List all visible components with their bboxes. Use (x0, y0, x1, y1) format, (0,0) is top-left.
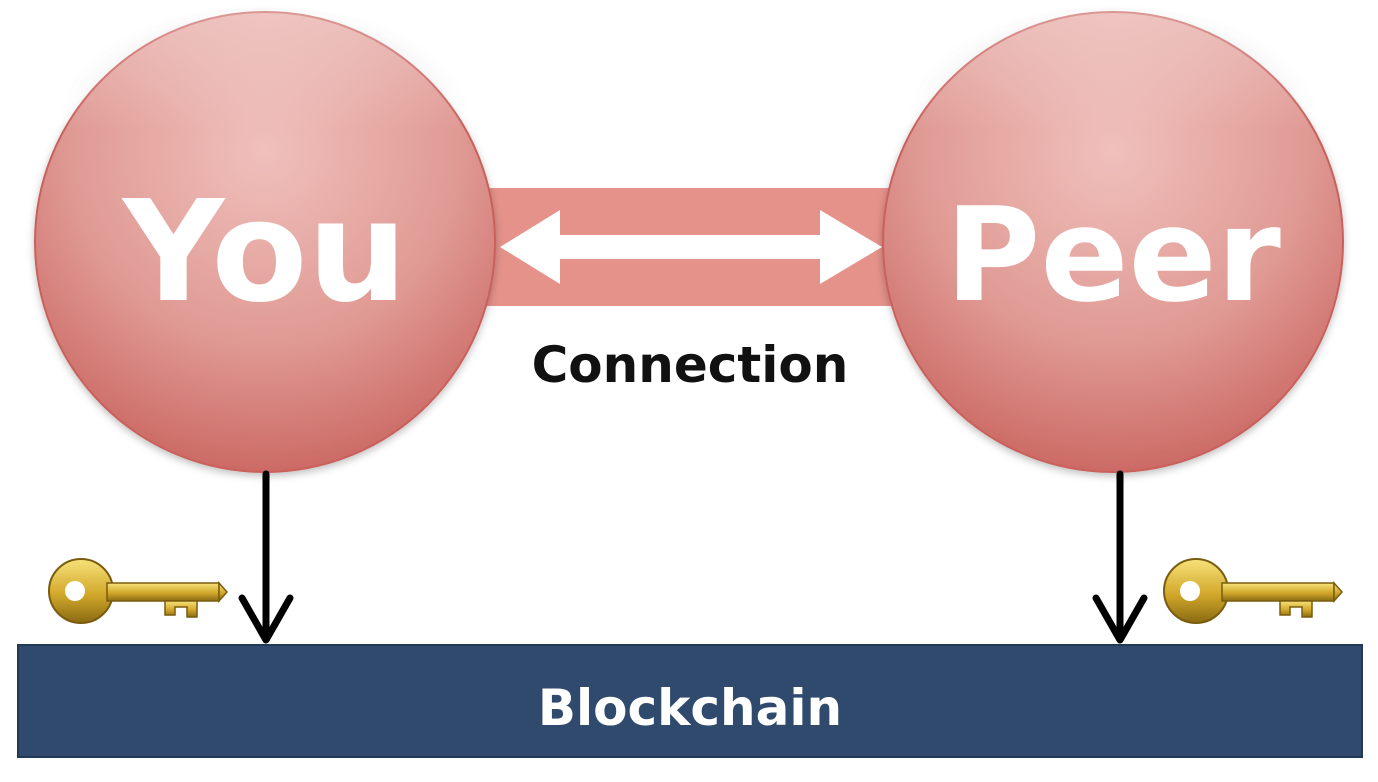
blockchain-label: Blockchain (538, 679, 842, 737)
peer-node (882, 10, 1344, 473)
key-icon (48, 558, 229, 624)
blockchain-bar (17, 644, 1363, 758)
peer-down-arrow (1092, 470, 1148, 644)
you-down-arrow (238, 470, 294, 644)
peer-label: Peer (945, 179, 1281, 331)
key-icon (1163, 558, 1344, 624)
double-arrow-icon (500, 210, 882, 284)
you-label: You (121, 171, 407, 334)
connection-label: Connection (532, 336, 849, 394)
you-node (34, 10, 496, 473)
